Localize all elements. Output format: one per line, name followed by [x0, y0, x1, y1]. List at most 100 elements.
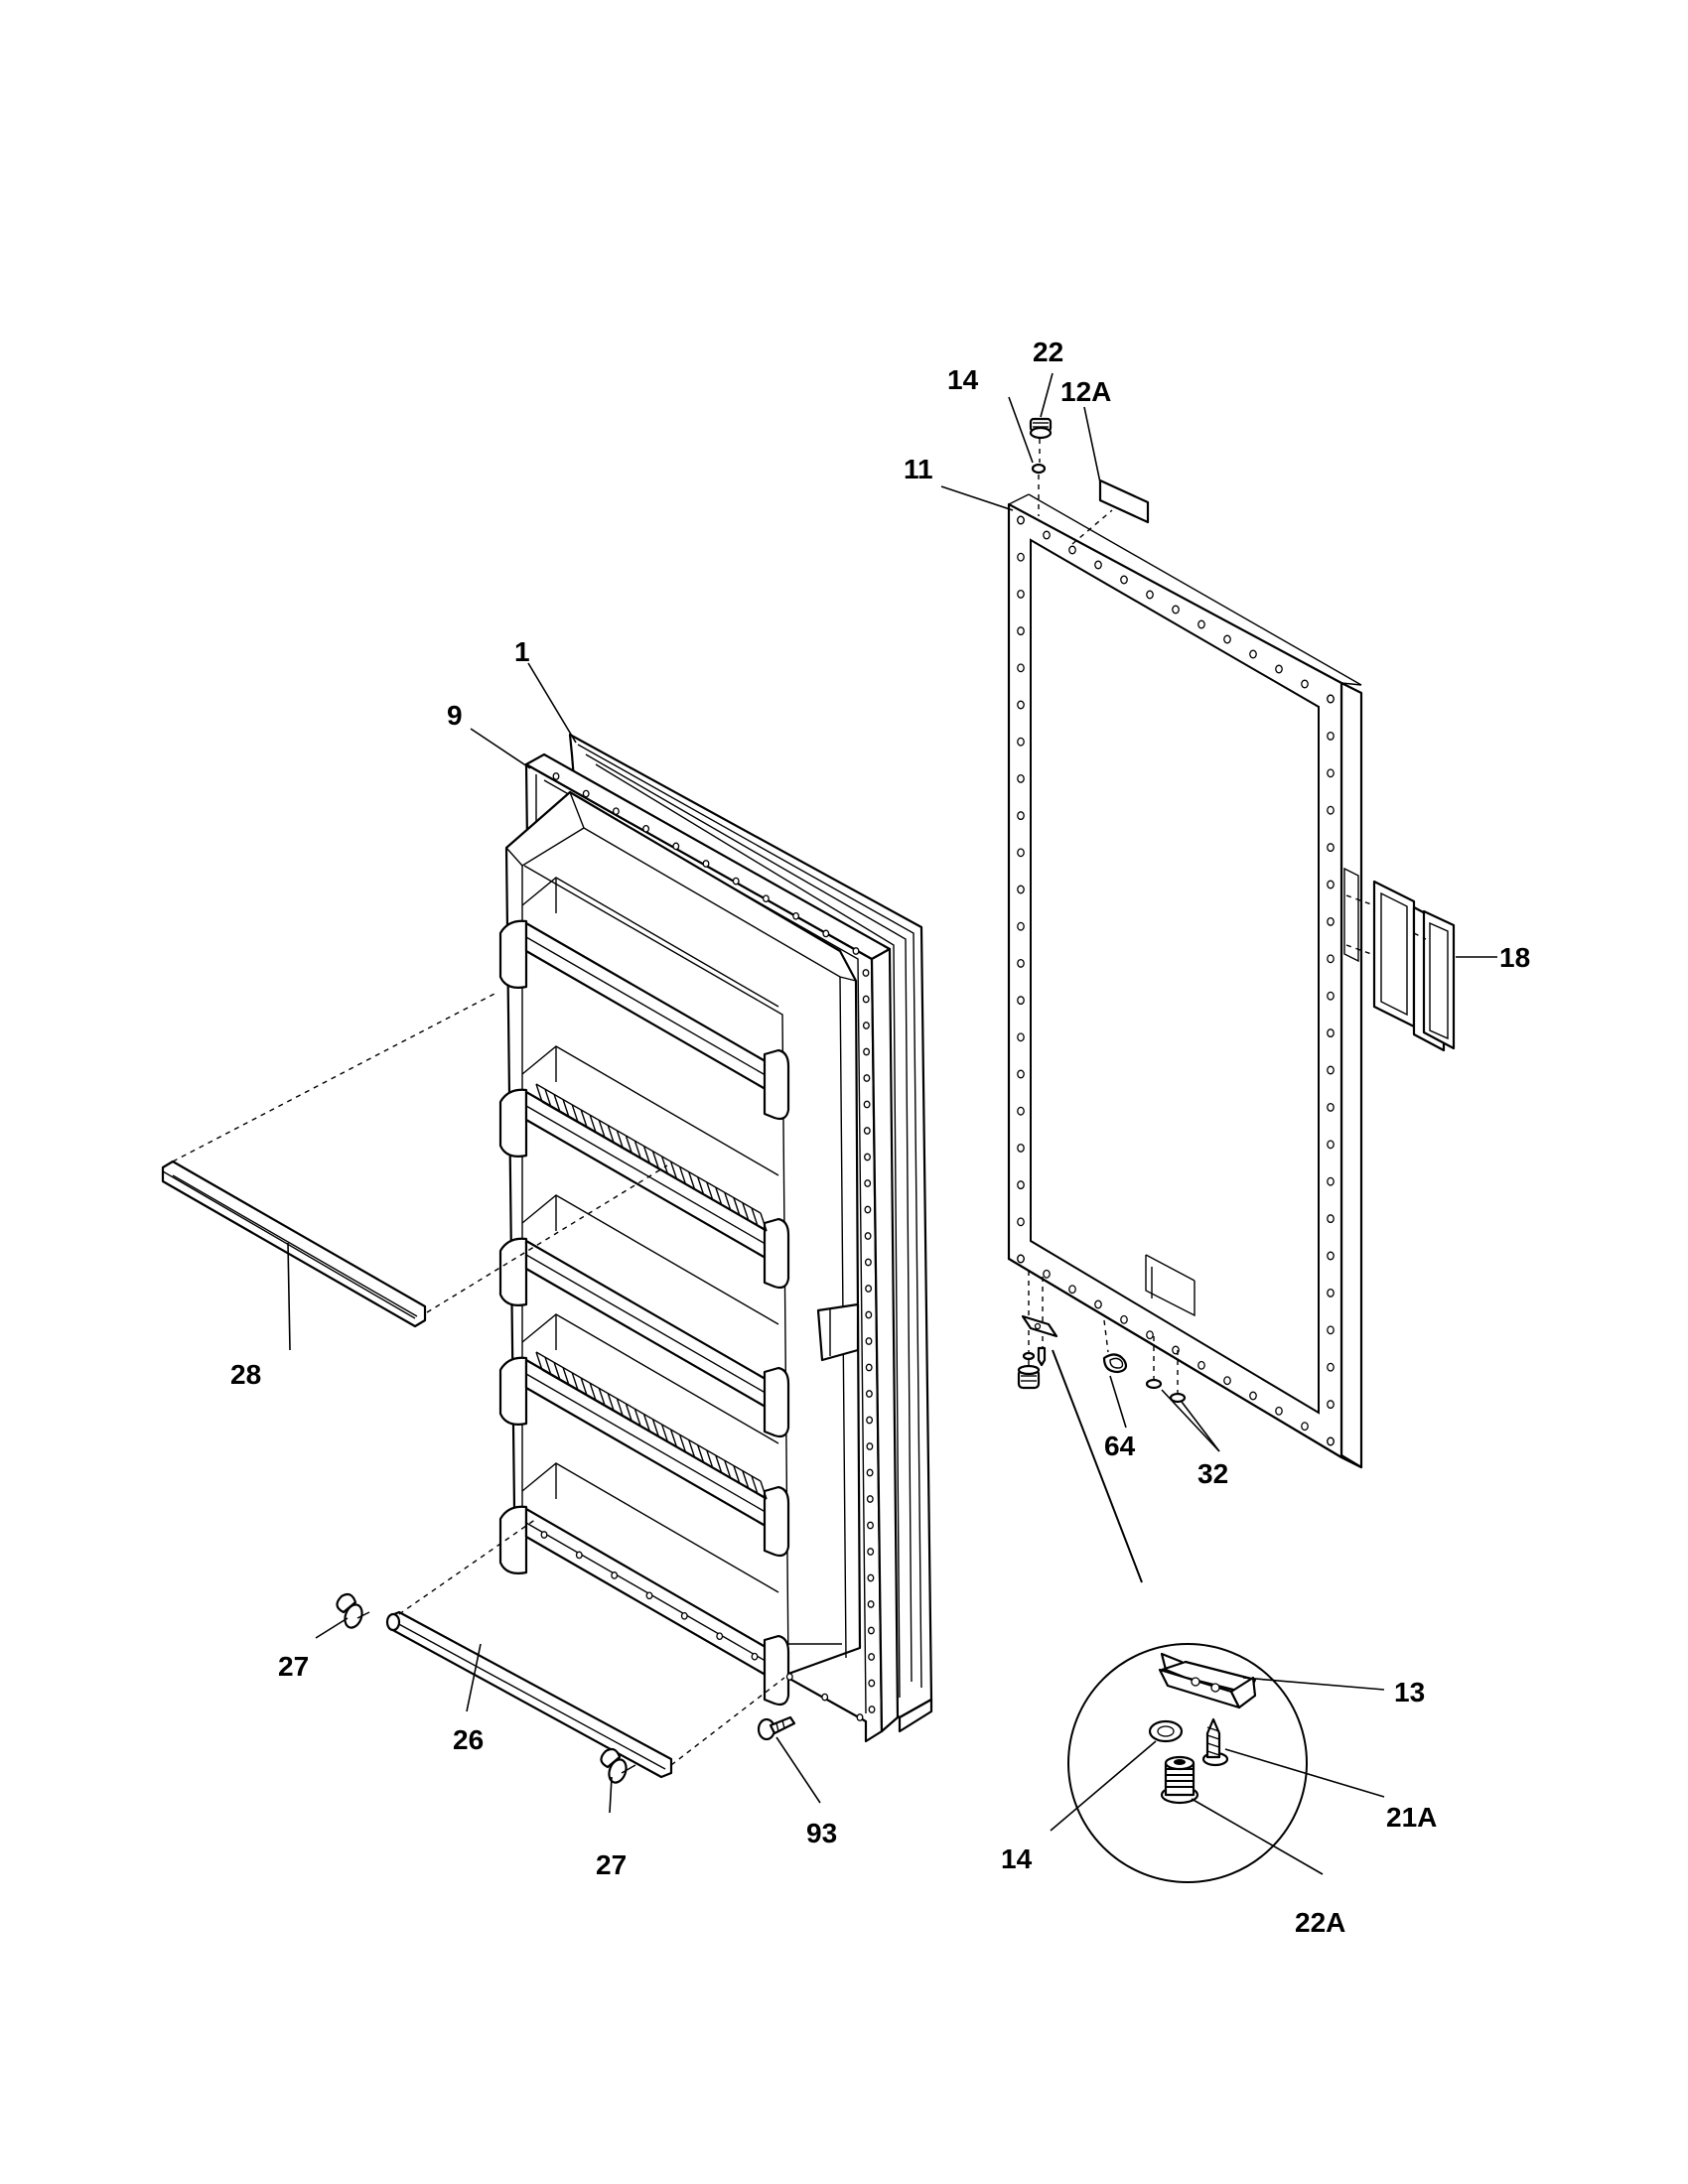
- screw-hole: [1018, 1107, 1024, 1115]
- frame-hole: [866, 1311, 872, 1317]
- shelf-left-cap: [500, 1239, 526, 1305]
- top-hinge-bolt: [1031, 419, 1051, 516]
- detail-magnifier: [1053, 1350, 1307, 1882]
- rack-rib: [581, 1378, 587, 1396]
- rack-rib: [698, 1177, 704, 1195]
- rack-rib: [617, 1399, 623, 1417]
- frame-hole: [865, 1206, 871, 1212]
- rack-rib: [644, 1414, 650, 1432]
- frame-hole: [868, 1496, 874, 1502]
- screw-hole: [1328, 1029, 1334, 1037]
- outer-door-panel: [1009, 494, 1361, 1467]
- callout-11: 11: [904, 454, 933, 484]
- frame-hole: [793, 913, 799, 919]
- rack-rib: [752, 1208, 758, 1226]
- screw-hole: [1147, 591, 1153, 599]
- frame-hole: [764, 895, 770, 901]
- callout-labels: 1 9 11 12A 14 22 18 64 32 28 27 26 27 93…: [230, 337, 1530, 1938]
- screw-hole: [1018, 997, 1024, 1005]
- callout-22-top: 22: [1033, 337, 1063, 367]
- frame-hole: [612, 1572, 618, 1578]
- callout-27-bottom: 27: [596, 1849, 627, 1880]
- frame-hole: [614, 808, 620, 814]
- screw-hole: [1018, 553, 1024, 561]
- screw-hole: [1121, 576, 1127, 584]
- callout-26: 26: [453, 1724, 484, 1755]
- rack-rib: [554, 1362, 560, 1380]
- screw-hole: [1328, 1141, 1334, 1149]
- rack-rail: [536, 1352, 761, 1481]
- frame-hole: [863, 996, 869, 1002]
- shelf-left-cap: [500, 1090, 526, 1157]
- rack-rib: [644, 1146, 650, 1163]
- frame-hole: [868, 1549, 874, 1555]
- rack-rib: [608, 1394, 614, 1412]
- frame-hole: [787, 1674, 793, 1680]
- rack-rib: [545, 1089, 551, 1107]
- shelf-left-cap: [500, 921, 526, 988]
- screw-hole: [1302, 1423, 1308, 1431]
- rack-rib: [689, 1439, 695, 1457]
- rack-rib: [662, 1425, 668, 1442]
- frame-hole: [853, 948, 859, 954]
- rack-rib: [716, 1187, 722, 1205]
- rack-rib: [671, 1430, 677, 1447]
- frame-hole: [865, 1233, 871, 1239]
- screw-hole: [1198, 1362, 1204, 1370]
- screw-93: [759, 1717, 794, 1739]
- frame-hole: [703, 861, 709, 867]
- screw-hole: [1044, 1271, 1050, 1279]
- shelf-right-cap: [765, 1368, 788, 1436]
- rack-rib: [671, 1161, 677, 1179]
- screw-hole: [1328, 1290, 1334, 1297]
- screw-hole: [1121, 1316, 1127, 1324]
- shelf-right-cap: [765, 1219, 788, 1288]
- rack-rib: [536, 1084, 542, 1102]
- frame-hole: [868, 1601, 874, 1607]
- rack-rib: [761, 1213, 767, 1231]
- screw-hole: [1328, 1437, 1334, 1445]
- rack-rail: [542, 1370, 767, 1499]
- rack-rib: [653, 1420, 659, 1437]
- rack-rib: [634, 1141, 640, 1159]
- frame-hole: [869, 1627, 875, 1633]
- rack-rib: [599, 1388, 605, 1406]
- rack-rib: [536, 1352, 542, 1370]
- frame-hole: [577, 1552, 583, 1558]
- frame-hole: [541, 1532, 547, 1538]
- screw-hole: [1328, 1252, 1334, 1260]
- shelf-lip-line: [526, 1255, 771, 1396]
- rack-rib: [554, 1094, 560, 1112]
- screw-hole: [1328, 1326, 1334, 1334]
- callout-12a: 12A: [1060, 376, 1111, 407]
- rack-rib: [581, 1110, 587, 1128]
- frame-hole: [752, 1654, 758, 1660]
- frame-hole: [646, 1592, 652, 1598]
- frame-hole: [717, 1633, 723, 1639]
- frame-hole: [866, 1364, 872, 1370]
- frame-hole: [866, 1286, 872, 1292]
- rack-rib: [653, 1152, 659, 1169]
- screw-hole: [1018, 516, 1024, 524]
- screw-hole: [1018, 922, 1024, 930]
- screw-hole: [1328, 695, 1334, 703]
- screw-hole: [1328, 1363, 1334, 1371]
- frame-hole: [866, 1338, 872, 1344]
- rack-rib: [725, 1192, 731, 1210]
- frame-hole: [864, 1023, 870, 1028]
- screw-hole: [1018, 664, 1024, 672]
- rack-rib: [626, 1136, 632, 1154]
- screw-hole: [1018, 738, 1024, 746]
- callout-14-top: 14: [947, 364, 979, 395]
- screw-hole: [1328, 1401, 1334, 1409]
- screw-hole: [1018, 591, 1024, 599]
- rack-rib: [680, 1434, 686, 1452]
- screw-hole: [1018, 1070, 1024, 1078]
- screw-hole: [1018, 1181, 1024, 1189]
- rack-rib: [743, 1203, 749, 1221]
- screw-hole: [1276, 1408, 1282, 1416]
- callout-13: 13: [1394, 1677, 1425, 1707]
- frame-hole: [868, 1574, 874, 1580]
- rack-rib: [563, 1368, 569, 1386]
